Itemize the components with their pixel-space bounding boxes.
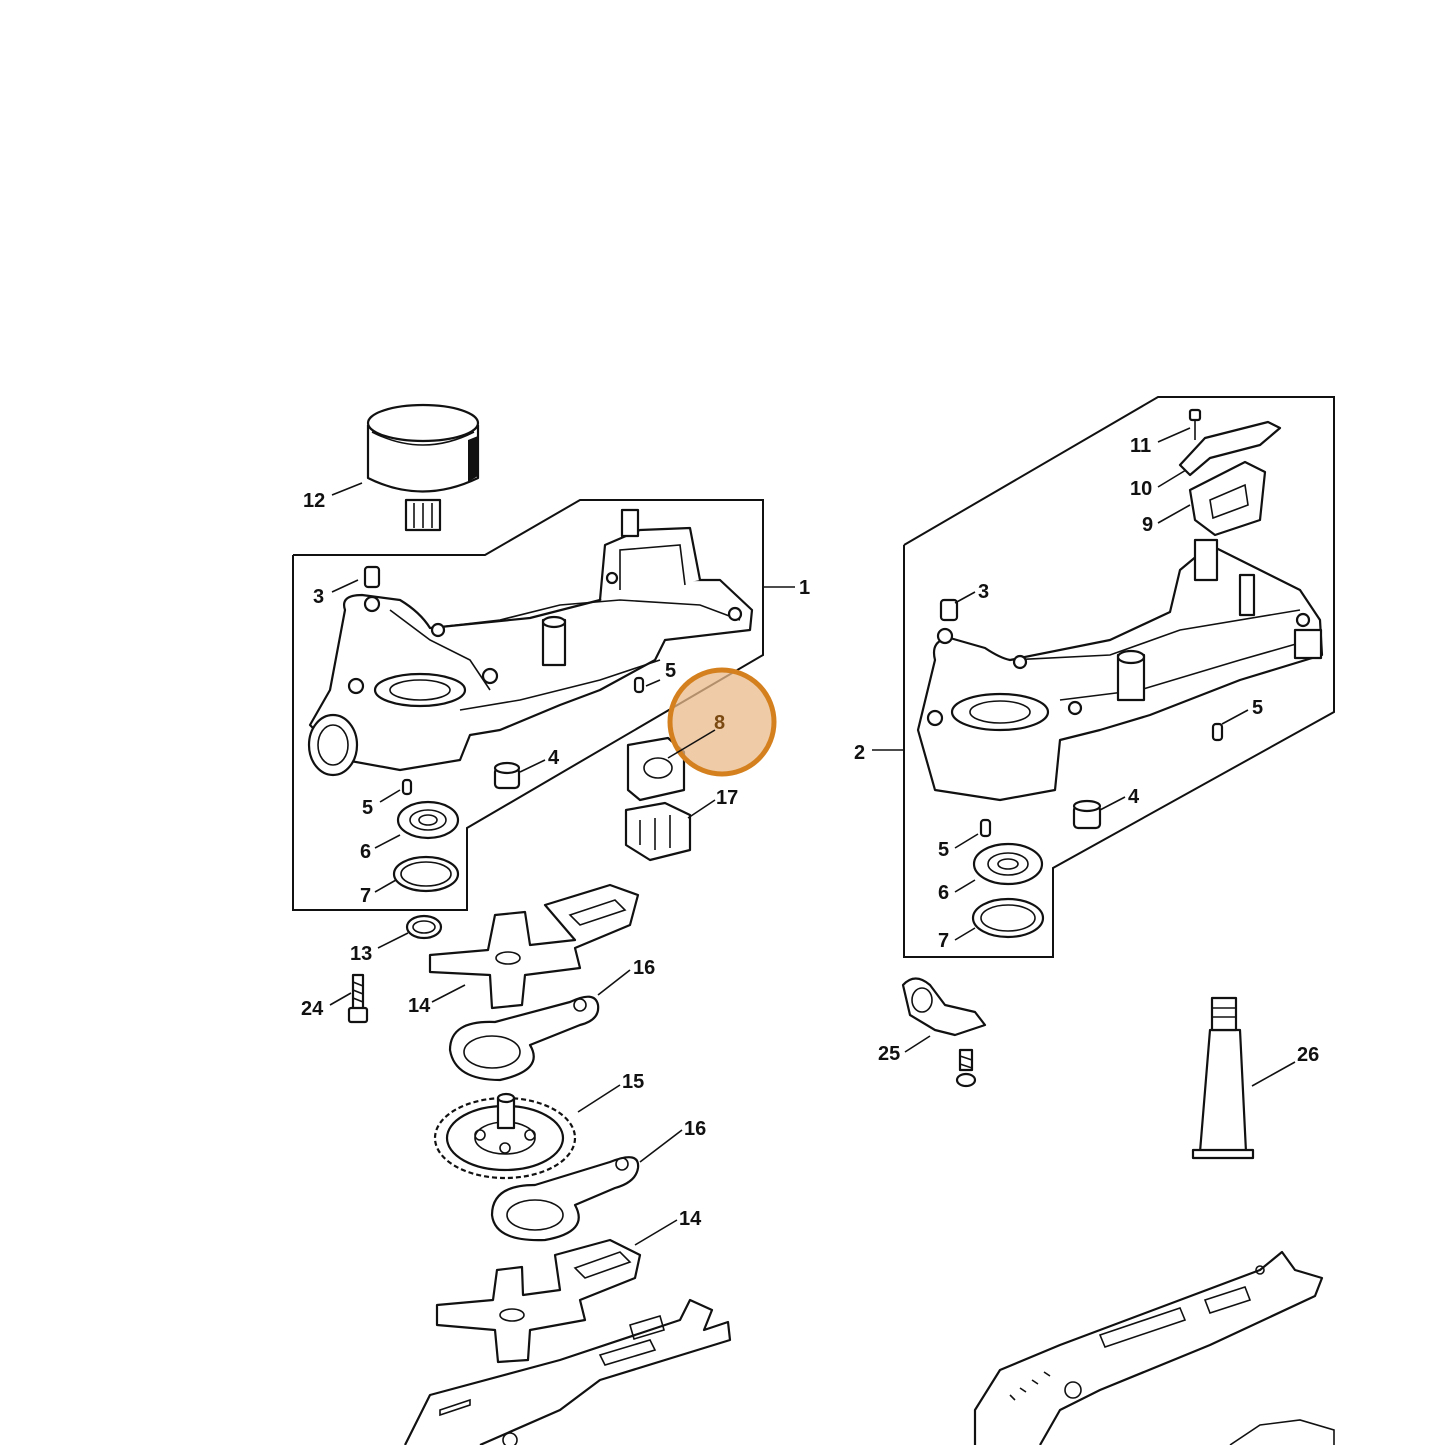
part-14-plate-lower bbox=[435, 1238, 642, 1364]
part-7-circlip-right bbox=[971, 897, 1045, 939]
part-10-bracket bbox=[1178, 420, 1282, 477]
part-6-ball-bearing-left bbox=[396, 800, 460, 840]
part-5-pin-right-upper bbox=[1211, 722, 1224, 742]
part-16-connecting-rod-upper bbox=[448, 995, 600, 1082]
part-26-grease-tube bbox=[1191, 996, 1255, 1160]
callout-17: 17 bbox=[716, 787, 738, 809]
callout-5-left-upper: 5 bbox=[665, 660, 676, 682]
callout-3-left: 3 bbox=[313, 586, 324, 608]
part-16-connecting-rod-lower bbox=[490, 1156, 640, 1242]
part-7-circlip-left bbox=[392, 855, 460, 893]
callout-labels: 12 3 1 5 8 4 5 17 6 7 13 24 14 16 15 16 … bbox=[301, 435, 1319, 1230]
highlight-circle[interactable] bbox=[667, 667, 777, 777]
callout-6-left: 6 bbox=[360, 841, 371, 863]
callout-15: 15 bbox=[622, 1071, 644, 1093]
part-5-pin-right-lower bbox=[979, 818, 992, 838]
cutter-plate-right bbox=[973, 1250, 1335, 1445]
part-4-needle-bearing-left bbox=[493, 761, 521, 790]
callout-5-right-upper: 5 bbox=[1252, 697, 1263, 719]
callout-5-right-lower: 5 bbox=[938, 839, 949, 861]
callout-1: 1 bbox=[799, 577, 810, 599]
callout-3-right: 3 bbox=[978, 581, 989, 603]
part-6-ball-bearing-right bbox=[972, 842, 1044, 886]
leader-lines bbox=[329, 427, 1296, 1246]
callout-24: 24 bbox=[301, 998, 324, 1020]
part-11-screw bbox=[1188, 408, 1202, 440]
callout-16-lower: 16 bbox=[684, 1118, 706, 1140]
callout-12: 12 bbox=[303, 490, 325, 512]
callout-6-right: 6 bbox=[938, 882, 949, 904]
right-group-frame bbox=[903, 396, 1335, 958]
part-3-dowel-left bbox=[363, 565, 381, 589]
part-1-gear-housing bbox=[307, 508, 754, 777]
cutter-plate-left bbox=[404, 1298, 732, 1445]
part-13-circlip bbox=[405, 914, 443, 940]
part-17-connector bbox=[624, 801, 692, 862]
callout-10: 10 bbox=[1130, 478, 1152, 500]
part-15-gear-wheel bbox=[433, 1092, 577, 1180]
callout-5-left-lower: 5 bbox=[362, 797, 373, 819]
part-2-gear-housing bbox=[916, 538, 1324, 802]
callout-25: 25 bbox=[878, 1043, 900, 1065]
callout-7-left: 7 bbox=[360, 885, 371, 907]
callout-13: 13 bbox=[350, 943, 372, 965]
left-group-frame bbox=[292, 499, 764, 911]
callout-7-right: 7 bbox=[938, 930, 949, 952]
callout-8: 8 bbox=[714, 712, 725, 734]
callout-16-upper: 16 bbox=[633, 957, 655, 979]
part-12-pinion-cup bbox=[366, 403, 480, 532]
part-4-needle-bearing-right bbox=[1072, 799, 1102, 830]
callout-26: 26 bbox=[1297, 1044, 1319, 1066]
callout-11: 11 bbox=[1130, 435, 1151, 457]
part-24-screw bbox=[347, 973, 369, 1024]
part-8-damper-block bbox=[626, 736, 686, 802]
callout-2: 2 bbox=[854, 742, 865, 764]
part-14-plate-upper bbox=[428, 883, 640, 1010]
callout-14-upper: 14 bbox=[408, 995, 431, 1017]
callout-14-lower: 14 bbox=[679, 1208, 702, 1230]
part-9-cover bbox=[1188, 460, 1267, 537]
part-25-bracket bbox=[901, 977, 987, 1088]
callout-9: 9 bbox=[1142, 514, 1153, 536]
part-5-pin-left-lower bbox=[401, 778, 413, 796]
part-5-pin-left-upper bbox=[633, 676, 645, 694]
callout-4-left: 4 bbox=[548, 747, 560, 769]
part-3-dowel-right bbox=[939, 598, 959, 622]
callout-4-right: 4 bbox=[1128, 786, 1140, 808]
